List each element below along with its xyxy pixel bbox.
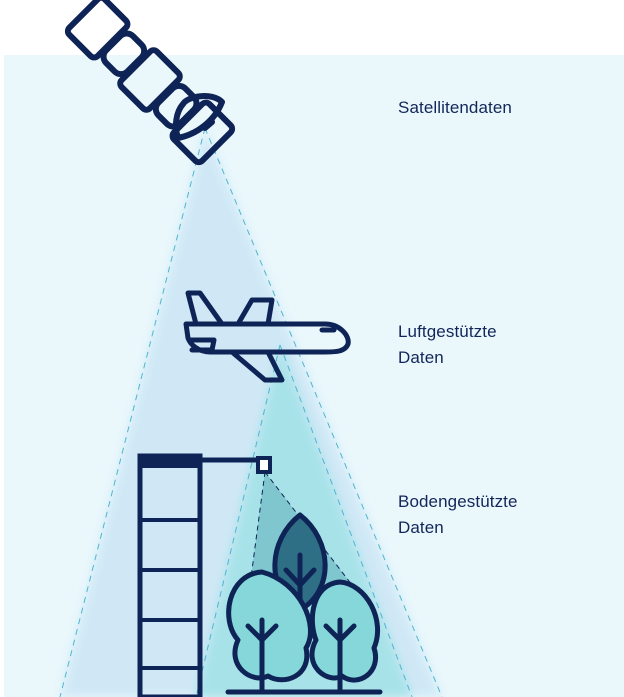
airplane-icon [183,290,351,383]
trees-icon [225,512,383,695]
airborne-data-text-line2: Daten [398,348,444,367]
satellite-icon [64,0,236,166]
airborne-data-label: Luftgestützte Daten [398,319,497,371]
ground-data-text-line2: Daten [398,518,444,537]
satellite-data-text: Satellitendaten [398,98,512,117]
ground-data-text-line1: Bodengestützte [398,492,518,511]
satellite-data-label: Satellitendaten [398,95,512,121]
airborne-data-text-line1: Luftgestützte [398,322,497,341]
measurement-tower-icon [137,453,272,697]
ground-data-label: Bodengestützte Daten [398,489,518,541]
